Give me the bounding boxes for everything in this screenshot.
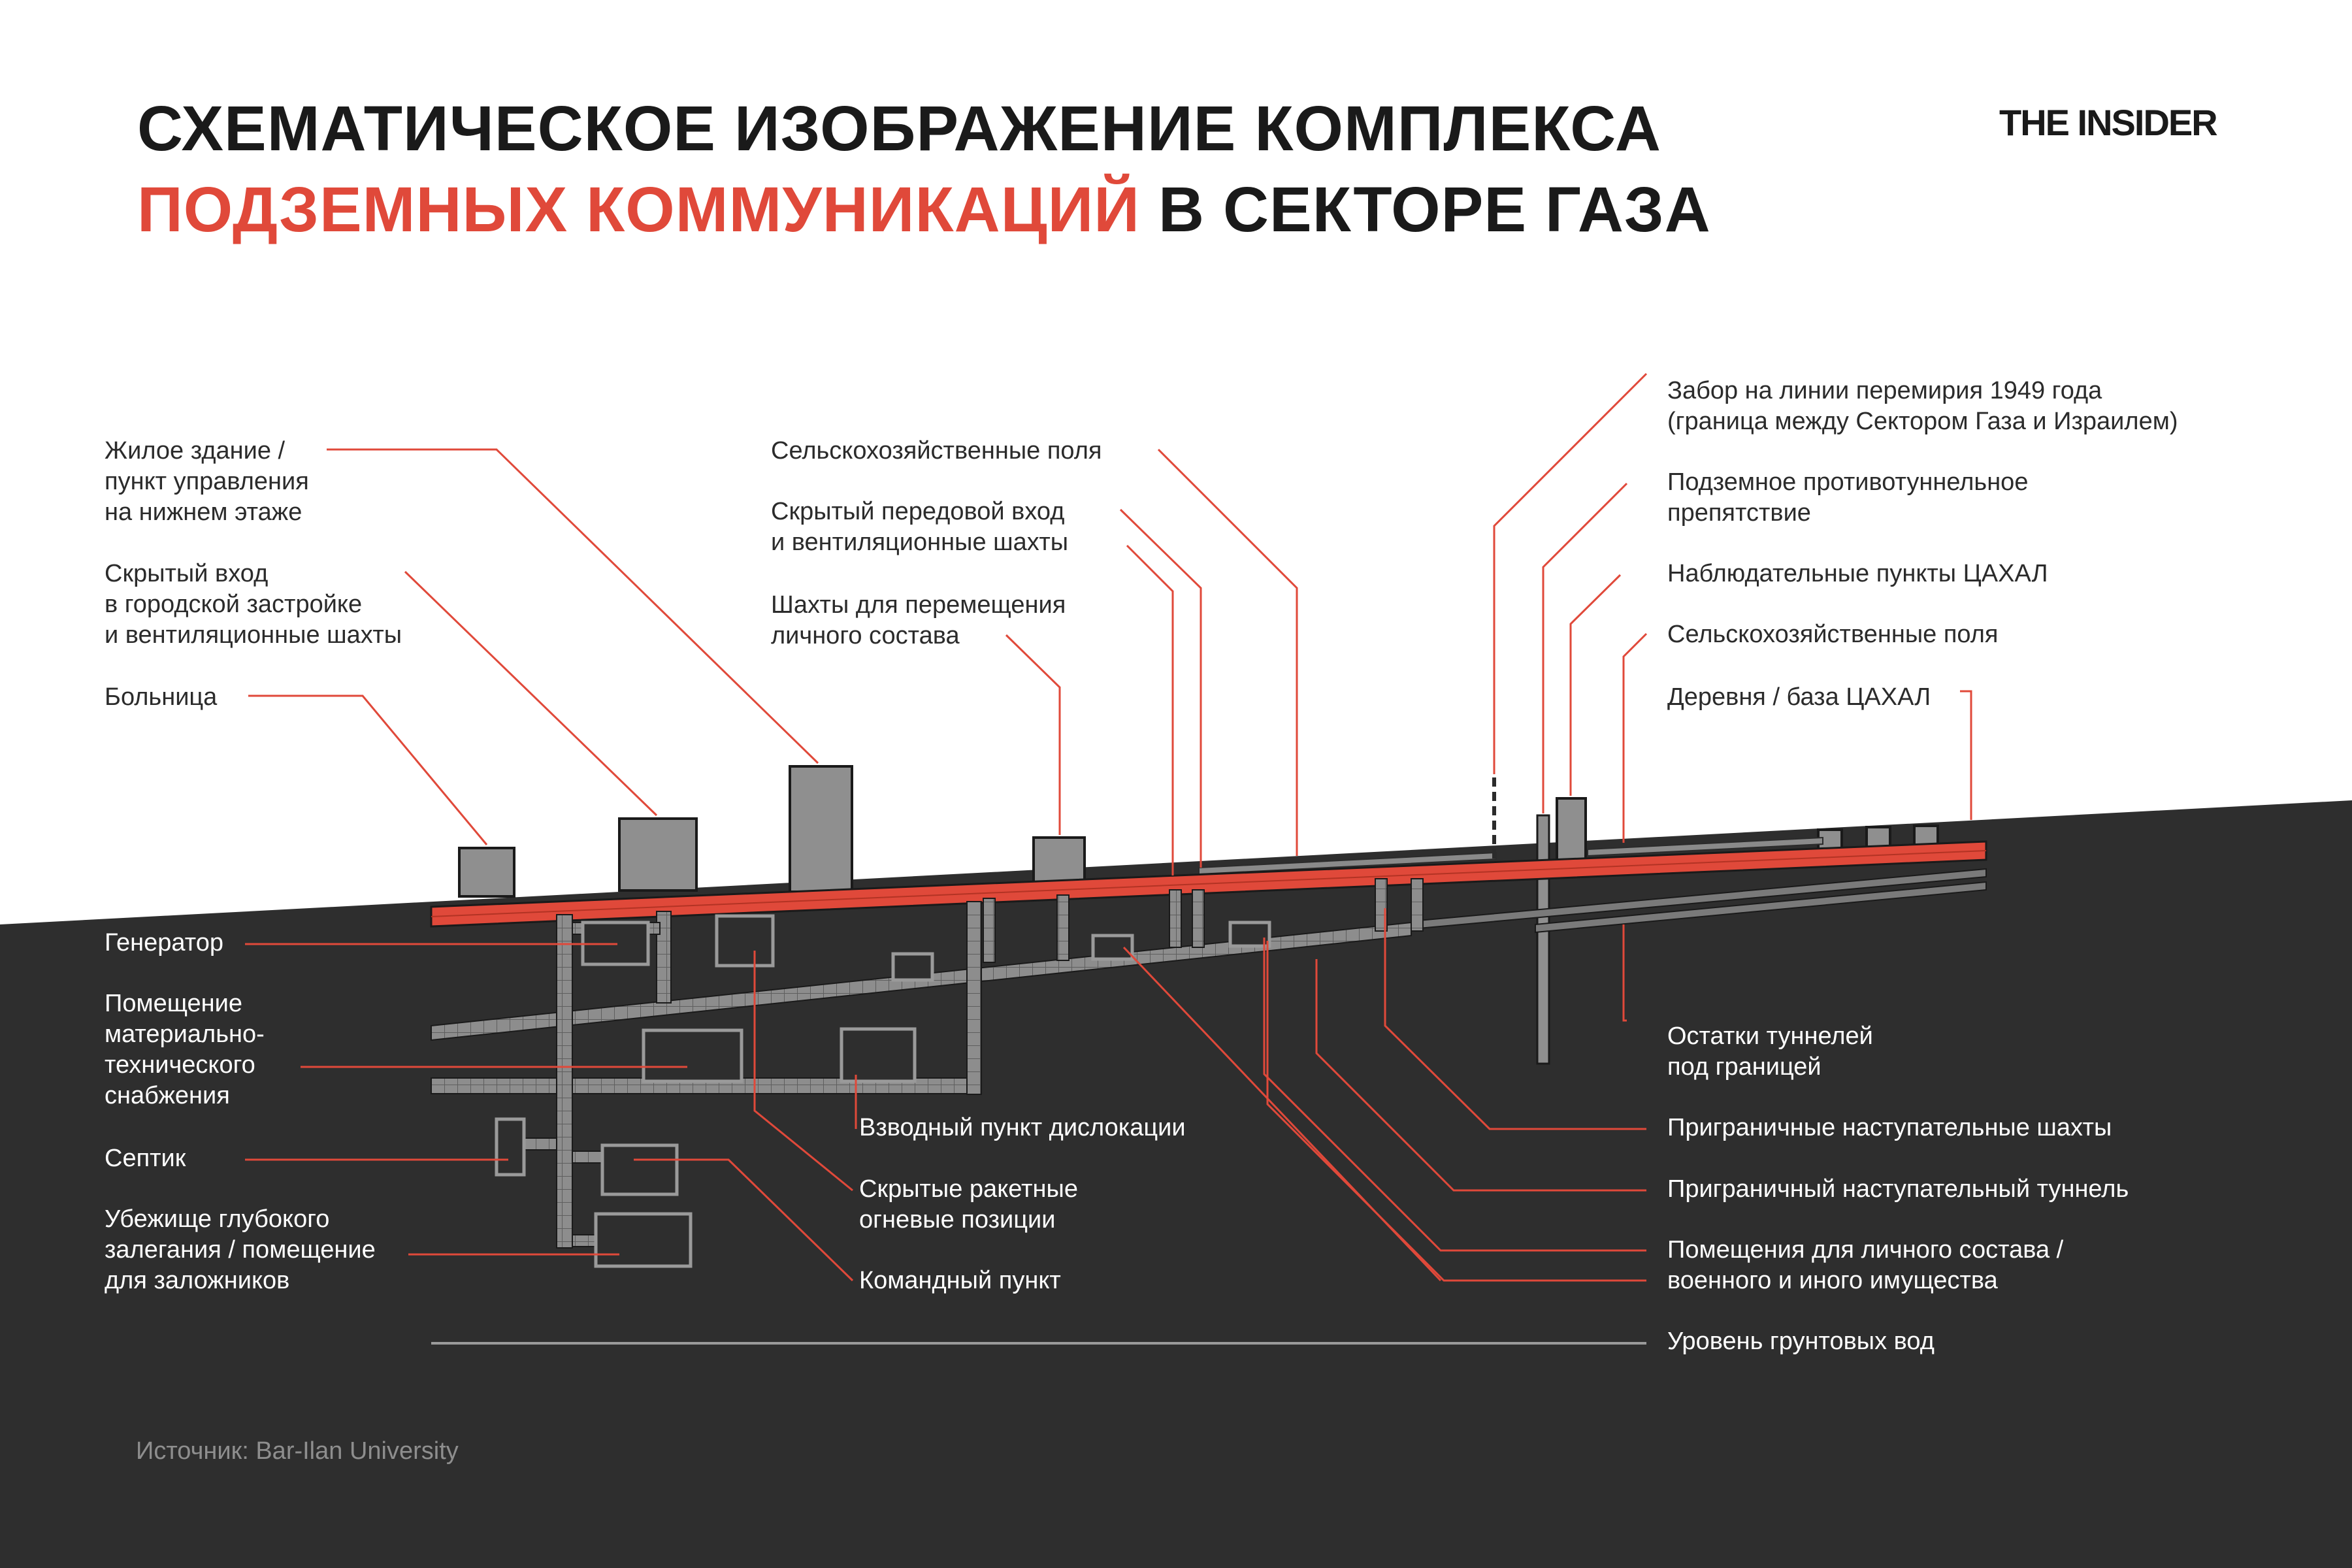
agricultural-field-left	[1198, 851, 1497, 875]
hospital-building	[458, 847, 515, 898]
label-agricultural-fields-right: Сельскохозяйственные поля	[1667, 621, 1999, 648]
command-room	[715, 914, 775, 968]
label-idf-village: Деревня / база ЦАХАЛ	[1667, 683, 1931, 711]
label-platoon-post: Взводный пункт дислокации	[859, 1114, 1186, 1141]
label-border-offensive-tunnel: Приграничный наступательный туннель	[1667, 1175, 2129, 1203]
septic-room	[495, 1117, 526, 1177]
label-hospital: Больница	[105, 683, 218, 711]
label-observation-posts: Наблюдательные пункты ЦАХАЛ	[1667, 560, 2048, 587]
residential-building	[789, 765, 853, 893]
command-post-room	[600, 1143, 679, 1196]
label-armistice-fence: Забор на линии перемирия 1949 года(грани…	[1667, 377, 2178, 435]
shaft-building	[1032, 836, 1086, 885]
label-personnel-rooms: Помещения для личного состава /военного …	[1667, 1236, 2064, 1294]
title-rest: В СЕКТОРЕ ГАЗА	[1140, 174, 1711, 245]
label-agricultural-fields-center: Сельскохозяйственные поля	[771, 437, 1102, 465]
label-border-offensive-shafts: Приграничные наступательные шахты	[1667, 1114, 2112, 1141]
underground-rooms	[495, 914, 1271, 1268]
small-room-3	[1228, 921, 1271, 948]
agricultural-field-right	[1587, 836, 1823, 857]
vertical-shaft-6	[1169, 889, 1182, 948]
side-passage-2	[572, 1151, 602, 1164]
small-room-1	[891, 952, 934, 982]
label-groundwater: Уровень грунтовых вод	[1667, 1328, 1935, 1355]
label-generator: Генератор	[105, 929, 223, 956]
deep-shelter	[594, 1212, 693, 1268]
page-title-line-2: ПОДЗЕМНЫХ КОММУНИКАЦИЙ В СЕКТОРЕ ГАЗА	[137, 178, 1711, 241]
label-septic: Септик	[105, 1145, 186, 1172]
vertical-shaft-5	[1056, 894, 1070, 961]
observation-post	[1556, 797, 1587, 862]
ground	[0, 800, 2352, 1568]
rocket-position	[840, 1027, 917, 1083]
surface-buildings	[458, 765, 1939, 898]
urban-entrance-building	[618, 817, 698, 892]
surface-leader-lines	[248, 372, 1972, 875]
title-highlight: ПОДЗЕМНЫХ КОММУНИКАЦИЙ	[137, 174, 1141, 245]
vertical-shaft-7	[1192, 889, 1205, 948]
brand-logo: THE INSIDER	[1999, 102, 2218, 143]
source-note: Источник: Bar-Ilan University	[136, 1437, 459, 1465]
vertical-shaft-main	[556, 914, 573, 1249]
vertical-shaft-3	[966, 901, 982, 1095]
vertical-shaft-4	[983, 898, 996, 963]
vertical-shaft-9	[1411, 878, 1424, 932]
page-title-line-1: СХЕМАТИЧЕСКОЕ ИЗОБРАЖЕНИЕ КОМПЛЕКСА	[137, 93, 1661, 164]
anti-tunnel-barrier	[1536, 814, 1550, 1065]
supply-room	[642, 1028, 743, 1083]
small-room-2	[1091, 934, 1134, 961]
side-passage-4	[522, 1137, 557, 1151]
label-command-post: Командный пункт	[859, 1267, 1061, 1294]
underground-leader-lines	[245, 908, 1646, 1282]
